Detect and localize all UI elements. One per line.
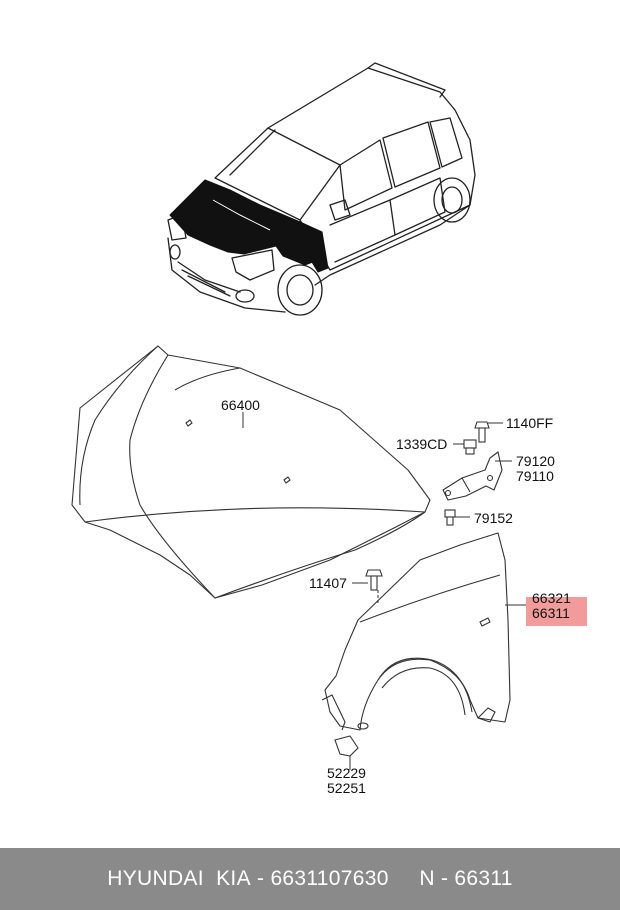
label-1339cd: 1339CD (396, 436, 447, 452)
label-66321: 66321 (532, 590, 571, 606)
highlight-66311 (526, 597, 587, 626)
label-11407: 11407 (309, 575, 347, 591)
footer-sep: - (250, 867, 271, 890)
label-79152: 79152 (474, 510, 513, 526)
label-52251: 52251 (327, 780, 366, 796)
footer-n-prefix: N - (419, 867, 455, 890)
label-79120: 79120 (516, 453, 555, 469)
parts-diagram: 66400 1140FF 1339CD 79120 79110 79152 11… (71, 62, 587, 796)
leader-lines (242, 412, 526, 770)
hood-panel (71, 345, 431, 599)
bolt-1140ff (474, 421, 490, 443)
bolt-11407 (365, 569, 383, 591)
car-illustration (167, 62, 476, 316)
footer-part-number: 6631107630 (270, 867, 389, 890)
bracket-52229 (334, 735, 359, 757)
car-highlighted-hood (169, 179, 329, 273)
screw-79152 (444, 509, 456, 526)
label-52229: 52229 (327, 765, 366, 781)
footer-brand: HYUNDAI KIA (107, 867, 251, 890)
label-1140ff: 1140FF (506, 415, 553, 431)
label-66311: 66311 (532, 605, 570, 621)
label-66400: 66400 (221, 397, 260, 413)
car-hood-details (198, 199, 271, 257)
hood-hinge (442, 451, 503, 501)
footer-n-code: 66311 (454, 867, 513, 890)
fender-panel (321, 532, 511, 731)
nut-1339cd (463, 439, 477, 455)
footer-gap (389, 867, 420, 891)
label-79110: 79110 (516, 468, 554, 484)
footer-bar: HYUNDAI KIA - 6631107630 N - 66311 (0, 848, 620, 910)
